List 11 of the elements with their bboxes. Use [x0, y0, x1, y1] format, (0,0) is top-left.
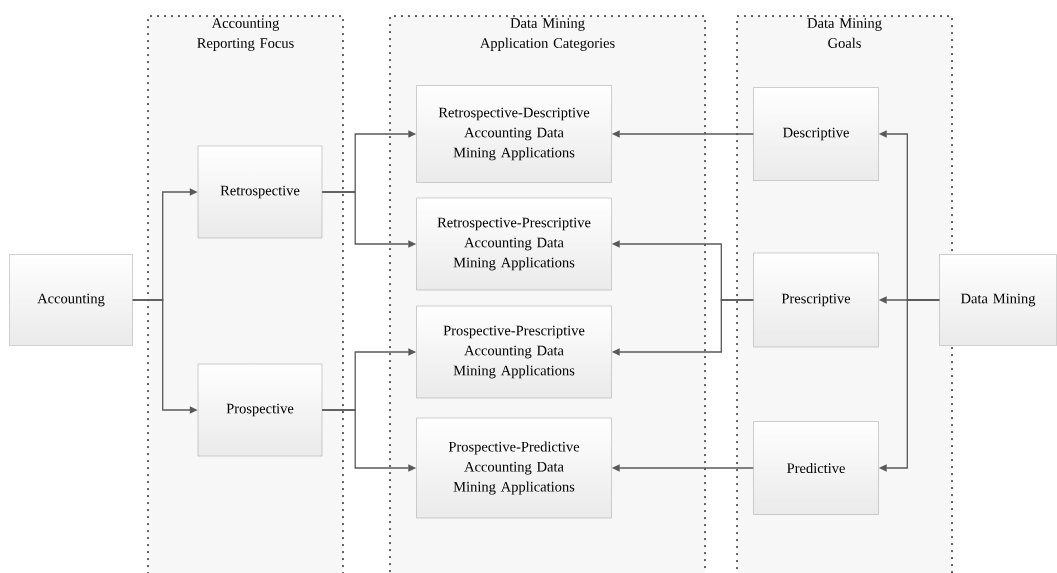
process-box: Retrospective	[197, 145, 323, 239]
process-box: Retrospective-Prescriptive Accounting Data Mining Applications	[416, 197, 612, 291]
process-box: Data Mining	[939, 254, 1057, 346]
process-box: Retrospective-Descriptive Accounting Data Mining Applications	[416, 85, 612, 183]
process-box: Prescriptive	[753, 252, 879, 348]
process-box: Prospective-Prescriptive Accounting Data Mining Applications	[416, 305, 612, 399]
process-box: Accounting	[9, 254, 133, 346]
process-box: Predictive	[753, 421, 879, 515]
process-box: Prospective	[197, 363, 323, 457]
process-box: Descriptive	[753, 87, 879, 181]
process-box: Prospective-Predictive Accounting Data Mining Applications	[416, 417, 612, 519]
